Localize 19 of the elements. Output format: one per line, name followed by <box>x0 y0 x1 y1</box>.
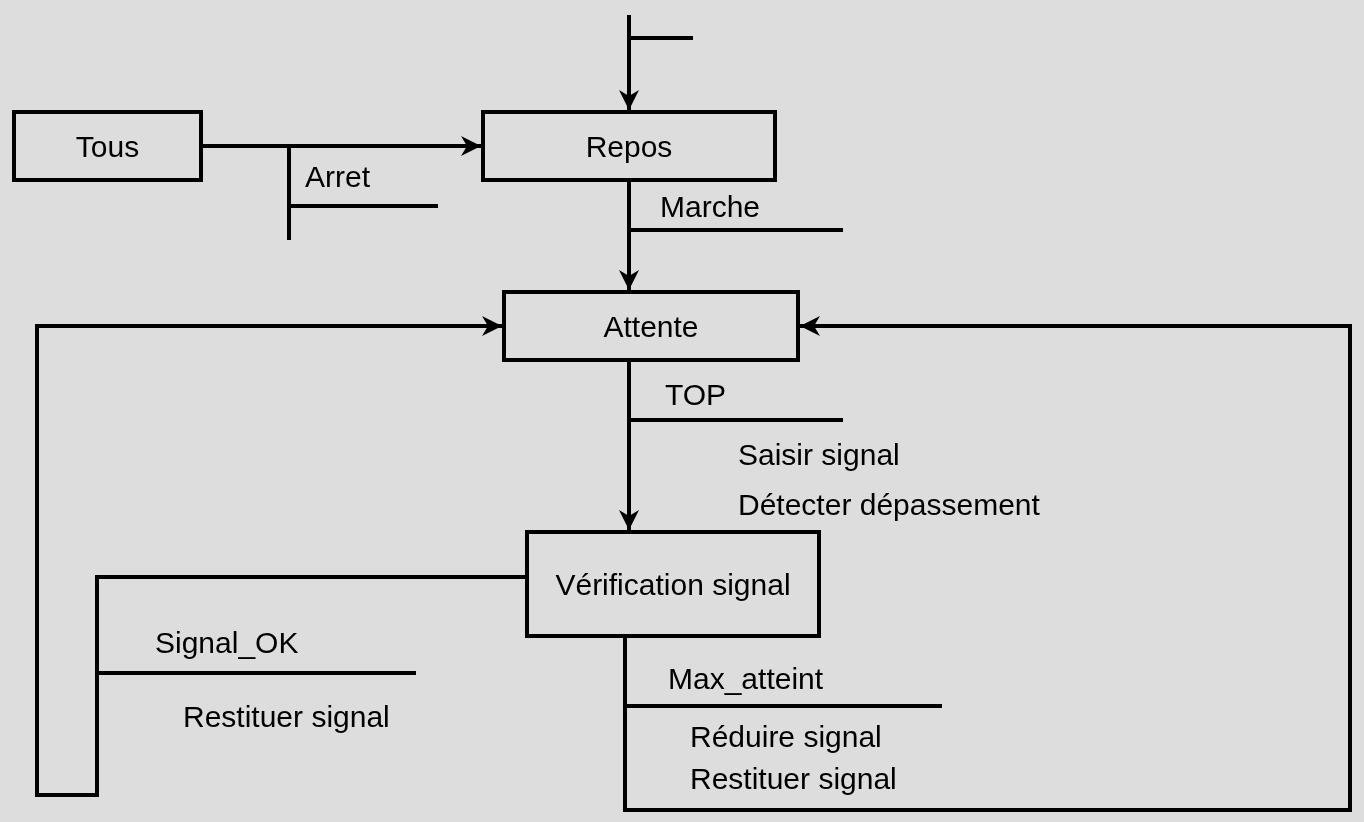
arrow <box>619 182 639 290</box>
state-box <box>502 290 800 362</box>
state-name: Attente <box>603 309 699 343</box>
state-box <box>12 110 203 182</box>
state-box <box>481 110 777 182</box>
state-box <box>525 530 821 638</box>
arrow <box>203 136 481 156</box>
action-text: Détecter dépassement <box>738 488 1040 523</box>
state-name: Repos <box>585 129 673 163</box>
state-name: Vérification signal <box>555 567 791 601</box>
arrow <box>619 362 639 530</box>
action-text: Restituer signal <box>183 700 390 735</box>
state-name: Tous <box>75 129 140 163</box>
action-text: Saisir signal <box>738 438 900 473</box>
arrow <box>619 15 639 110</box>
arrow <box>623 316 1352 812</box>
action-text: Réduire signal <box>690 720 882 755</box>
arrow <box>35 316 525 797</box>
action-text: Restituer signal <box>690 762 897 797</box>
